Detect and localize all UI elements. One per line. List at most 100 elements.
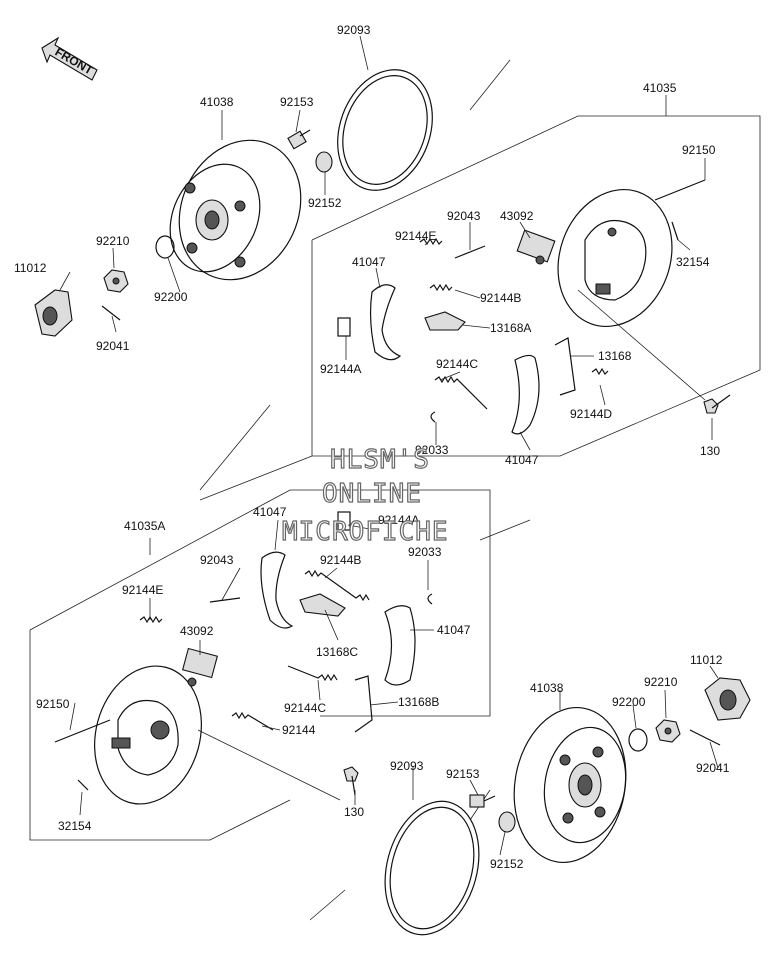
part-label: 92144A <box>378 513 419 527</box>
front-arrow-icon: FRONT <box>41 36 98 81</box>
part-label: 92041 <box>696 761 730 775</box>
bleeder-32154-upper <box>671 221 679 241</box>
washer-92200-lower <box>628 728 648 752</box>
part-label: 92144C <box>284 701 326 715</box>
part-label: 43092 <box>180 624 214 638</box>
bolt-92150-upper <box>654 179 706 201</box>
part-label: 92200 <box>154 290 188 304</box>
part-label: 11012 <box>14 261 47 275</box>
leader-lines <box>59 35 719 856</box>
seal-ring-upper <box>337 69 433 191</box>
part-label: 92150 <box>682 143 716 157</box>
part-label: 92144B <box>480 291 521 305</box>
part-label: 92153 <box>446 767 480 781</box>
pin-92043-lower <box>209 597 241 603</box>
assembly-outline-upper <box>199 95 761 501</box>
wheel-cylinder-lower <box>181 647 219 687</box>
part-label: 92144E <box>395 229 436 243</box>
hub-cap-lower <box>704 677 751 721</box>
part-label: 92033 <box>415 443 449 457</box>
part-label: 92144B <box>320 553 361 567</box>
part-label: 92093 <box>337 23 371 37</box>
bleeder-32154-lower <box>77 779 89 791</box>
part-label: 41047 <box>253 505 287 519</box>
part-label: 92152 <box>490 857 524 871</box>
spring-92144c-lower <box>287 665 338 682</box>
part-label: 92093 <box>390 759 424 773</box>
part-label: 92144A <box>320 362 361 376</box>
part-label: 13168C <box>316 645 358 659</box>
part-label: 130 <box>344 805 364 819</box>
bolt-130-lower <box>343 766 359 796</box>
part-label: 41047 <box>352 255 386 269</box>
part-label: 92144 <box>282 723 316 737</box>
watermark: HLSM'S ONLINE MICROFICHE <box>281 444 448 547</box>
part-label: 130 <box>700 444 720 458</box>
pin-92043-upper <box>454 245 486 259</box>
spring-92144d-upper <box>591 367 609 376</box>
spring-92144c-upper <box>434 375 488 410</box>
spring-92144b-lower <box>304 569 370 602</box>
bolt-130-upper <box>703 394 731 414</box>
part-label: 41035 <box>643 81 677 95</box>
bolt-92153-lower <box>469 794 496 808</box>
part-label: 13168B <box>398 695 439 709</box>
part-label: 41035A <box>124 519 165 533</box>
bolt-92150-lower <box>54 719 111 743</box>
part-label: 92144E <box>122 583 163 597</box>
part-label: 41047 <box>437 623 471 637</box>
lever-13168 <box>554 337 576 396</box>
front-arrow-text: FRONT <box>53 45 96 78</box>
spring-92144e-lower <box>139 615 163 624</box>
cotter-pin-lower <box>689 729 721 746</box>
part-label: 92153 <box>280 95 314 109</box>
watermark-line-2: ONLINE <box>322 479 422 509</box>
part-label: 92043 <box>447 209 481 223</box>
part-label: 92200 <box>612 695 646 709</box>
part-labels: 92093 41035 41038 92153 92150 92152 9204… <box>14 23 730 871</box>
lever-13168b <box>354 675 373 733</box>
clip-92033-upper <box>430 411 436 423</box>
part-label: 41038 <box>200 95 234 109</box>
bolt-92153-upper <box>287 129 311 150</box>
backing-plate-upper <box>557 188 673 328</box>
cotter-pin-upper <box>101 305 121 321</box>
brake-drum-upper <box>169 139 302 281</box>
adjuster-13168c <box>299 593 346 617</box>
spring-92144-lower <box>231 711 274 731</box>
part-label: 13168 <box>598 349 632 363</box>
watermark-line-1: HLSM'S <box>330 445 430 475</box>
hub-cap-upper <box>34 289 73 337</box>
part-label: 13168A <box>490 321 531 335</box>
brake-shoe-lower-left <box>260 511 351 629</box>
washer-92200-upper <box>155 235 175 259</box>
wheel-cylinder-upper <box>516 229 556 265</box>
assembly-outline-lower <box>29 489 491 841</box>
part-label: 92144D <box>570 407 612 421</box>
part-label: 92043 <box>200 553 234 567</box>
part-label: 92150 <box>36 697 70 711</box>
part-label: 41047 <box>505 453 539 467</box>
part-label: 32154 <box>58 819 92 833</box>
part-label: 92144C <box>436 357 478 371</box>
seal-ring-lower <box>384 800 480 936</box>
nut-92210-lower <box>655 719 681 743</box>
part-label: 43092 <box>500 209 534 223</box>
part-label: 92210 <box>96 234 130 248</box>
part-label: 92041 <box>96 339 130 353</box>
washer-92152-lower <box>498 811 516 833</box>
part-label: 92152 <box>308 196 342 210</box>
brake-shoe-upper-right <box>511 354 540 435</box>
backing-plate-lower <box>94 665 202 805</box>
spring-92144b-upper <box>429 283 453 292</box>
clip-92033-lower <box>427 593 433 605</box>
part-label: 32154 <box>676 255 710 269</box>
washer-92152-upper <box>315 151 333 173</box>
brake-shoe-lower-right <box>384 605 416 686</box>
adjuster-13168a <box>424 311 466 331</box>
nut-92210-upper <box>103 269 129 293</box>
spring-92144e-upper <box>419 237 443 246</box>
part-label: 92033 <box>408 545 442 559</box>
